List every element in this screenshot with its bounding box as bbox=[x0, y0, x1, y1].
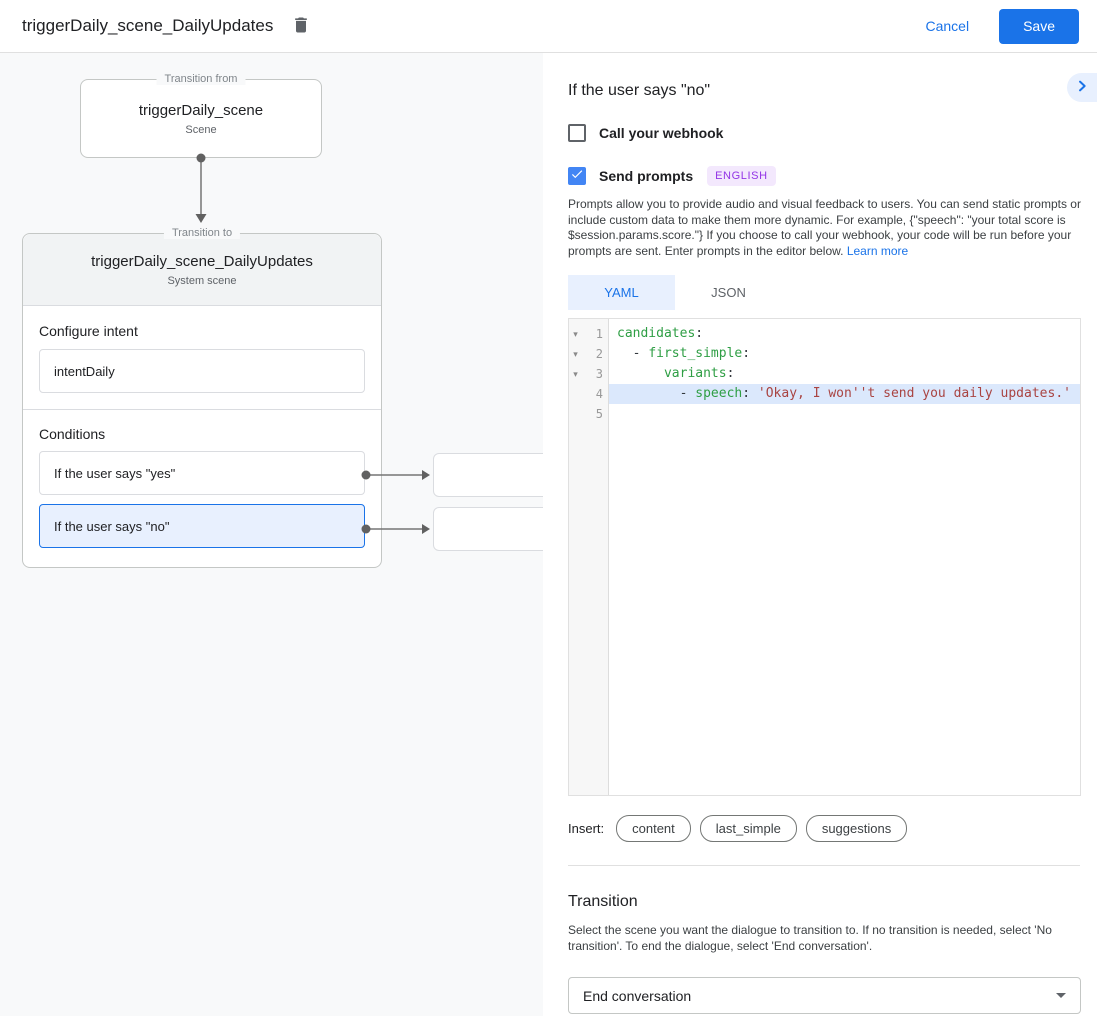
line-number: 1 bbox=[595, 327, 603, 341]
insert-chip-content[interactable]: content bbox=[616, 815, 691, 842]
collapse-panel-button[interactable] bbox=[1067, 73, 1097, 102]
transition-section: Transition Select the scene you want the… bbox=[543, 866, 1097, 1014]
from-scene-type: Scene bbox=[185, 123, 217, 136]
gutter-row[interactable]: ▾3 bbox=[569, 364, 608, 384]
transition-select[interactable]: End conversation bbox=[568, 977, 1081, 1014]
transition-from-legend: Transition from bbox=[156, 73, 246, 85]
section-divider bbox=[23, 409, 381, 410]
gutter-row[interactable]: ▾1 bbox=[569, 324, 608, 344]
fold-arrow-icon[interactable]: ▾ bbox=[573, 328, 578, 339]
code-token-key: speech bbox=[695, 386, 743, 401]
insert-snippet-row: Insert: content last_simple suggestions bbox=[568, 815, 1080, 842]
from-scene-name: triggerDaily_scene bbox=[138, 101, 264, 119]
code-line[interactable]: variants: bbox=[609, 364, 1080, 384]
code-line[interactable]: candidates: bbox=[609, 324, 1080, 344]
configure-intent-label: Configure intent bbox=[39, 323, 138, 339]
transition-description: Select the scene you want the dialogue t… bbox=[568, 923, 1052, 953]
to-scene-header: triggerDaily_scene_DailyUpdates System s… bbox=[23, 234, 381, 306]
conditions-label: Conditions bbox=[39, 426, 106, 442]
cancel-button[interactable]: Cancel bbox=[925, 18, 970, 34]
trash-icon bbox=[291, 17, 311, 38]
prompt-card: If the user says "no" Call your webhook … bbox=[543, 53, 1097, 866]
send-prompts-option-row: Send prompts ENGLISH bbox=[568, 166, 1080, 186]
gutter-row[interactable]: ▾2 bbox=[569, 344, 608, 364]
save-button[interactable]: Save bbox=[999, 8, 1079, 44]
prompts-description: Prompts allow you to provide audio and v… bbox=[568, 197, 1081, 259]
checkmark-icon bbox=[570, 167, 584, 186]
delete-scene-button[interactable] bbox=[291, 14, 311, 38]
fold-arrow-icon[interactable]: ▾ bbox=[573, 368, 578, 379]
call-webhook-checkbox[interactable] bbox=[568, 124, 586, 142]
condition-target-box[interactable] bbox=[433, 507, 543, 551]
tab-yaml[interactable]: YAML bbox=[568, 275, 675, 310]
line-number: 4 bbox=[595, 387, 603, 401]
line-number: 2 bbox=[595, 347, 603, 361]
condition-target-box[interactable] bbox=[433, 453, 543, 497]
to-scene-name: triggerDaily_scene_DailyUpdates bbox=[91, 252, 313, 270]
condition-row-yes[interactable]: If the user says "yes" bbox=[39, 451, 365, 495]
call-webhook-label: Call your webhook bbox=[599, 125, 724, 141]
webhook-option-row: Call your webhook bbox=[568, 124, 1080, 142]
language-badge: ENGLISH bbox=[707, 166, 776, 186]
line-number: 3 bbox=[595, 367, 603, 381]
code-token-key: variants bbox=[663, 366, 727, 381]
transition-select-value: End conversation bbox=[583, 987, 692, 1004]
gutter-row[interactable]: 4 bbox=[569, 384, 608, 404]
insert-chip-suggestions[interactable]: suggestions bbox=[805, 815, 908, 842]
code-token-plain: - bbox=[617, 386, 696, 401]
transition-to-legend: Transition to bbox=[163, 227, 241, 239]
editor-format-tabs: YAML JSON bbox=[568, 275, 1080, 310]
condition-row-no[interactable]: If the user says "no" bbox=[39, 504, 365, 548]
insert-label: Insert: bbox=[568, 821, 605, 836]
dropdown-caret-icon bbox=[1056, 993, 1066, 998]
code-lines[interactable]: candidates: - first_simple: variants: - … bbox=[609, 319, 1080, 795]
transition-to-scene-card[interactable]: Transition to triggerDaily_scene_DailyUp… bbox=[22, 227, 382, 568]
page-title: triggerDaily_scene_DailyUpdates bbox=[22, 16, 274, 35]
code-line[interactable] bbox=[609, 404, 1080, 424]
learn-more-link[interactable]: Learn more bbox=[846, 243, 909, 258]
scene-flow-canvas[interactable]: Transition from triggerDaily_scene Scene… bbox=[0, 53, 543, 1016]
gutter-row[interactable]: 5 bbox=[569, 404, 608, 424]
line-number: 5 bbox=[595, 407, 603, 421]
insert-chip-last-simple[interactable]: last_simple bbox=[699, 815, 797, 842]
tab-json[interactable]: JSON bbox=[675, 275, 782, 310]
code-line[interactable]: - first_simple: bbox=[609, 344, 1080, 364]
condition-detail-panel: If the user says "no" Call your webhook … bbox=[543, 53, 1097, 1016]
code-token-plain: - bbox=[617, 346, 649, 361]
chevron-right-icon bbox=[1074, 78, 1090, 97]
code-token-plain bbox=[617, 366, 664, 381]
code-token-plain: : bbox=[726, 366, 735, 381]
code-token-plain: : bbox=[742, 386, 758, 401]
top-bar: triggerDaily_scene_DailyUpdates Cancel S… bbox=[0, 0, 1097, 53]
code-token-plain: : bbox=[742, 346, 751, 361]
configure-intent-section: Configure intent intentDaily bbox=[23, 306, 381, 409]
fold-arrow-icon[interactable]: ▾ bbox=[573, 348, 578, 359]
condition-title: If the user says "no" bbox=[568, 82, 711, 99]
send-prompts-checkbox[interactable] bbox=[568, 167, 586, 185]
code-token-string: 'Okay, I won''t send you daily updates.' bbox=[757, 386, 1071, 401]
transition-from-scene-card[interactable]: Transition from triggerDaily_scene Scene bbox=[80, 73, 322, 158]
to-scene-type: System scene bbox=[167, 274, 237, 287]
panel-divider bbox=[568, 865, 1080, 866]
conditions-section: Conditions If the user says "yes" If the… bbox=[23, 410, 381, 564]
send-prompts-label: Send prompts bbox=[599, 168, 694, 184]
code-token-key: first_simple bbox=[648, 346, 743, 361]
transition-title: Transition bbox=[568, 893, 638, 910]
intent-field[interactable]: intentDaily bbox=[39, 349, 365, 393]
prompts-description-text: Prompts allow you to provide audio and v… bbox=[568, 197, 1081, 258]
code-token-key: candidates bbox=[617, 326, 696, 341]
code-line[interactable]: - speech: 'Okay, I won''t send you daily… bbox=[609, 384, 1080, 404]
code-token-plain: : bbox=[695, 326, 704, 341]
